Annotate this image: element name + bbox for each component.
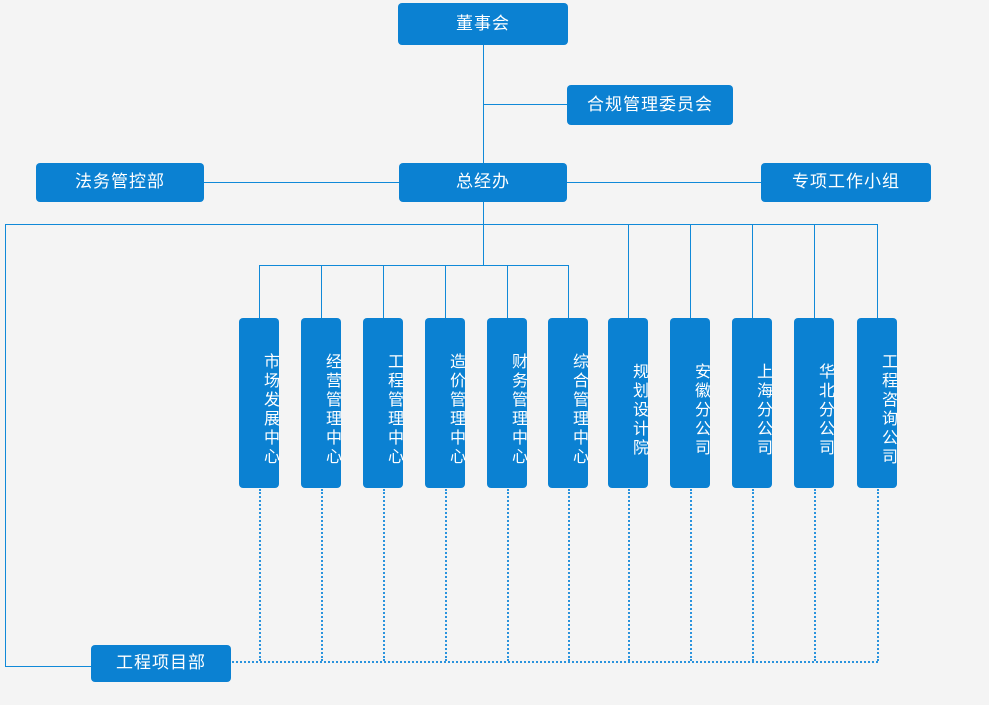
connector-drop-center-6 (568, 265, 569, 318)
connector-main-bus (5, 224, 878, 225)
connector-gm-trunk (483, 202, 484, 266)
dotted-bus-to-project (232, 661, 878, 663)
connector-left-spine (5, 224, 6, 666)
connector-drop-subsidiary-4 (814, 224, 815, 318)
node-general-manager-office[interactable]: 总经办 (399, 163, 567, 202)
connector-drop-center-2 (321, 265, 322, 318)
node-anhui-branch[interactable]: 安徽分公司 (670, 318, 711, 488)
node-north-china-branch[interactable]: 华北分公司 (794, 318, 835, 488)
dotted-drop-11 (877, 489, 879, 661)
connector-board-to-compliance (483, 104, 567, 105)
dotted-drop-7 (628, 489, 630, 661)
node-planning-design-institute[interactable]: 规划设计院 (608, 318, 649, 488)
dotted-drop-2 (321, 489, 323, 661)
node-legal-control-department[interactable]: 法务管控部 (36, 163, 204, 202)
dotted-drop-1 (259, 489, 261, 661)
connector-drop-subsidiary-1 (628, 224, 629, 318)
dotted-drop-6 (568, 489, 570, 661)
node-market-development-center[interactable]: 市场发展中心 (239, 318, 280, 488)
dotted-drop-3 (383, 489, 385, 661)
node-project-department[interactable]: 工程项目部 (91, 645, 231, 682)
connector-drop-subsidiary-2 (690, 224, 691, 318)
node-engineering-consulting-company[interactable]: 工程咨询公司 (857, 318, 898, 488)
node-operations-management-center[interactable]: 经营管理中心 (301, 318, 342, 488)
connector-drop-center-1 (259, 265, 260, 318)
node-board-of-directors[interactable]: 董事会 (398, 3, 568, 45)
connector-drop-subsidiary-3 (752, 224, 753, 318)
dotted-drop-9 (752, 489, 754, 661)
node-engineering-management-center[interactable]: 工程管理中心 (363, 318, 404, 488)
connector-gm-to-taskforce (567, 182, 761, 183)
connector-drop-center-4 (445, 265, 446, 318)
dotted-drop-5 (507, 489, 509, 661)
connector-drop-center-5 (507, 265, 508, 318)
node-shanghai-branch[interactable]: 上海分公司 (732, 318, 773, 488)
connector-drop-subsidiary-5 (877, 224, 878, 318)
connector-gm-to-legal (204, 182, 400, 183)
node-cost-management-center[interactable]: 造价管理中心 (425, 318, 466, 488)
dotted-drop-10 (814, 489, 816, 661)
dotted-drop-8 (690, 489, 692, 661)
node-general-affairs-management-center[interactable]: 综合管理中心 (548, 318, 589, 488)
node-finance-management-center[interactable]: 财务管理中心 (487, 318, 528, 488)
node-compliance-committee[interactable]: 合规管理委员会 (567, 85, 733, 125)
connector-center-sub-bus (259, 265, 569, 266)
connector-left-spine-to-project (5, 666, 91, 667)
connector-drop-center-3 (383, 265, 384, 318)
node-special-task-force[interactable]: 专项工作小组 (761, 163, 931, 202)
dotted-drop-4 (445, 489, 447, 661)
